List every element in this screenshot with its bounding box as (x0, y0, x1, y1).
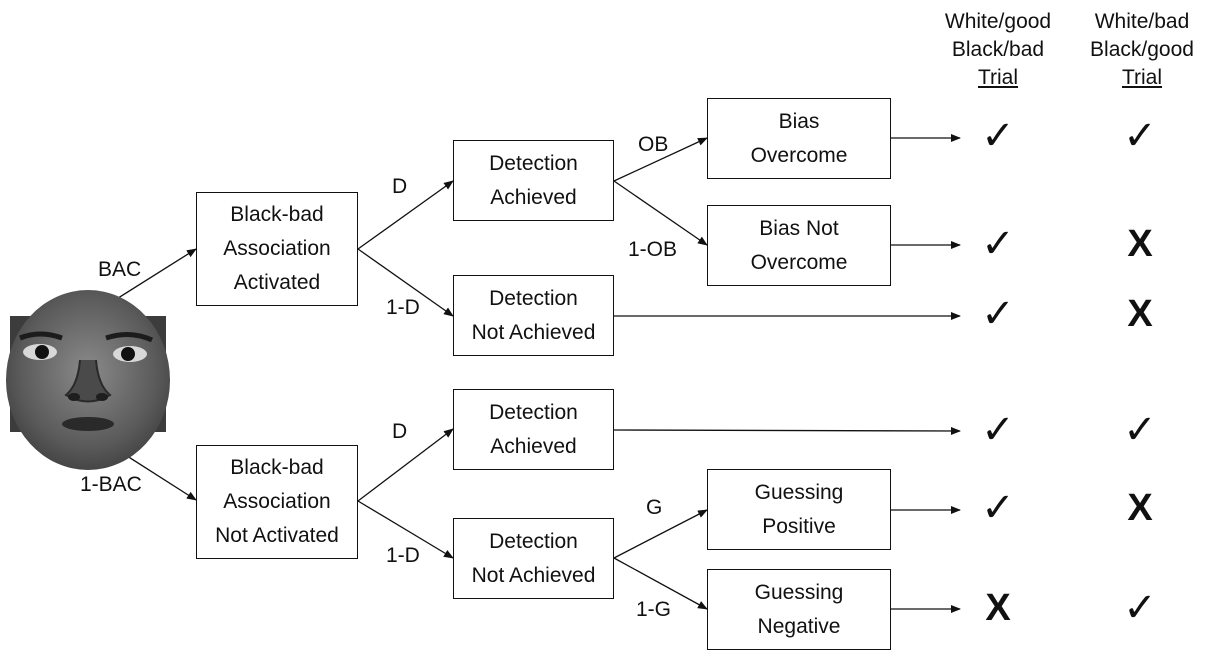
node-black-bad-activated-label: Black-bad Association Activated (223, 203, 331, 294)
edge-1-g (613, 557, 708, 610)
node-detection-achieved-bottom: Detection Achieved (453, 389, 614, 470)
node-black-bad-not-activated-label: Black-bad Association Not Activated (215, 456, 339, 547)
edge-label-g: G (646, 496, 663, 519)
edge-label-1-bac: 1-BAC (80, 473, 142, 496)
node-bias-not-overcome-label: Bias Not Overcome (750, 216, 848, 274)
node-detection-achieved-bottom-label: Detection Achieved (489, 400, 578, 458)
node-black-bad-activated: Black-bad Association Activated (196, 192, 358, 306)
col1-trial: Trial (977, 66, 1019, 89)
cross-icon: X (1127, 293, 1153, 335)
col2-trial: Trial (1121, 66, 1163, 89)
col2-line1: White/bad (1094, 10, 1190, 33)
checkmark-icon: ✓ (981, 485, 1015, 531)
edge-label-1-d-top: 1-D (386, 296, 420, 319)
edge-d-top (357, 180, 454, 250)
outcome-arrow-4 (613, 426, 961, 435)
checkmark-icon: ✓ (1123, 585, 1157, 631)
cross-icon: X (1127, 487, 1153, 529)
node-bias-overcome-label: Bias Overcome (750, 109, 848, 167)
col2-line2: Black/good (1090, 38, 1194, 61)
col1-line1: White/good (944, 10, 1052, 33)
face-photo (6, 290, 170, 470)
edge-label-ob: OB (638, 133, 669, 156)
node-detection-achieved-top-label: Detection Achieved (489, 151, 578, 209)
node-detection-not-achieved-bottom-label: Detection Not Achieved (471, 529, 596, 587)
checkmark-icon: ✓ (981, 113, 1015, 159)
node-detection-not-achieved-bottom: Detection Not Achieved (453, 518, 614, 599)
node-guessing-positive: Guessing Positive (707, 469, 891, 550)
checkmark-icon: ✓ (1123, 113, 1157, 159)
edge-ob (613, 137, 708, 182)
node-bias-overcome: Bias Overcome (707, 98, 891, 179)
edge-label-d-top: D (392, 175, 408, 198)
edge-1-ob (613, 180, 708, 246)
edge-label-d-bot: D (392, 420, 408, 443)
edge-label-bac: BAC (98, 258, 142, 281)
edge-label-1-ob: 1-OB (628, 238, 678, 261)
cross-icon: X (1127, 223, 1153, 265)
edge-g (613, 509, 708, 559)
edge-label-1-g: 1-G (636, 598, 672, 621)
node-detection-not-achieved-top-label: Detection Not Achieved (471, 286, 596, 344)
node-bias-not-overcome: Bias Not Overcome (707, 205, 891, 286)
checkmark-icon: ✓ (981, 407, 1015, 453)
node-black-bad-not-activated: Black-bad Association Not Activated (196, 445, 358, 559)
node-detection-achieved-top: Detection Achieved (453, 140, 614, 221)
edge-1-d-top (357, 248, 454, 317)
edge-d-bot (357, 428, 454, 502)
col-header-white-bad: White/bad Black/good Trial (1080, 8, 1204, 92)
node-guessing-positive-label: Guessing Positive (754, 480, 844, 538)
node-guessing-negative-label: Guessing Negative (754, 580, 844, 638)
checkmark-icon: ✓ (981, 221, 1015, 267)
checkmark-icon: ✓ (1123, 407, 1157, 453)
col-header-white-good: White/good Black/bad Trial (938, 8, 1058, 92)
checkmark-icon: ✓ (981, 291, 1015, 337)
edge-1-d-bot (357, 500, 454, 559)
col1-line2: Black/bad (951, 38, 1045, 61)
node-detection-not-achieved-top: Detection Not Achieved (453, 275, 614, 356)
cross-icon: X (985, 587, 1011, 629)
node-guessing-negative: Guessing Negative (707, 569, 891, 650)
edge-label-1-d-bot: 1-D (386, 544, 420, 567)
